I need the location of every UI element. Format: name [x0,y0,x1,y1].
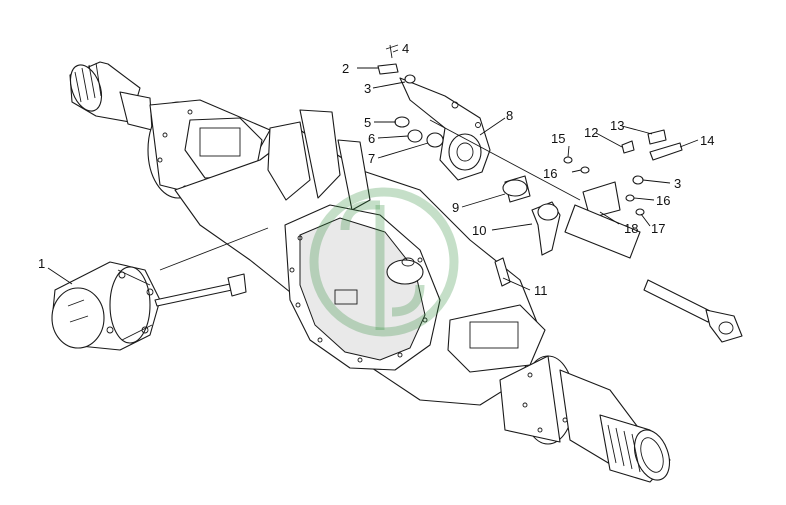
axle-housing [69,61,671,483]
callout-10: 10 [472,223,486,238]
small-parts [377,44,743,343]
brake-chamber [51,227,269,351]
leader-lines [47,49,699,291]
callout-1: 1 [38,256,45,271]
callout-14: 14 [700,133,714,148]
callout-16-right: 16 [656,193,670,208]
callout-3-upper: 3 [364,81,371,96]
callout-6: 6 [368,131,375,146]
callout-7: 7 [368,151,375,166]
callout-17: 17 [651,221,665,236]
callout-12: 12 [584,125,598,140]
callout-2: 2 [342,61,349,76]
watermark-logo [309,187,459,337]
callout-15: 15 [551,131,565,146]
callout-11: 11 [534,283,548,298]
callout-8: 8 [506,108,513,123]
callout-9: 9 [452,200,459,215]
callouts: 1 2 3 3 4 5 6 7 8 9 10 11 12 13 14 15 16… [38,41,714,298]
callout-18: 18 [624,221,638,236]
callout-5: 5 [364,115,371,130]
callout-3-right: 3 [674,176,681,191]
callout-13: 13 [610,118,624,133]
callout-16-left: 16 [543,166,557,181]
callout-4: 4 [402,41,409,56]
slack-adjuster [399,77,491,181]
